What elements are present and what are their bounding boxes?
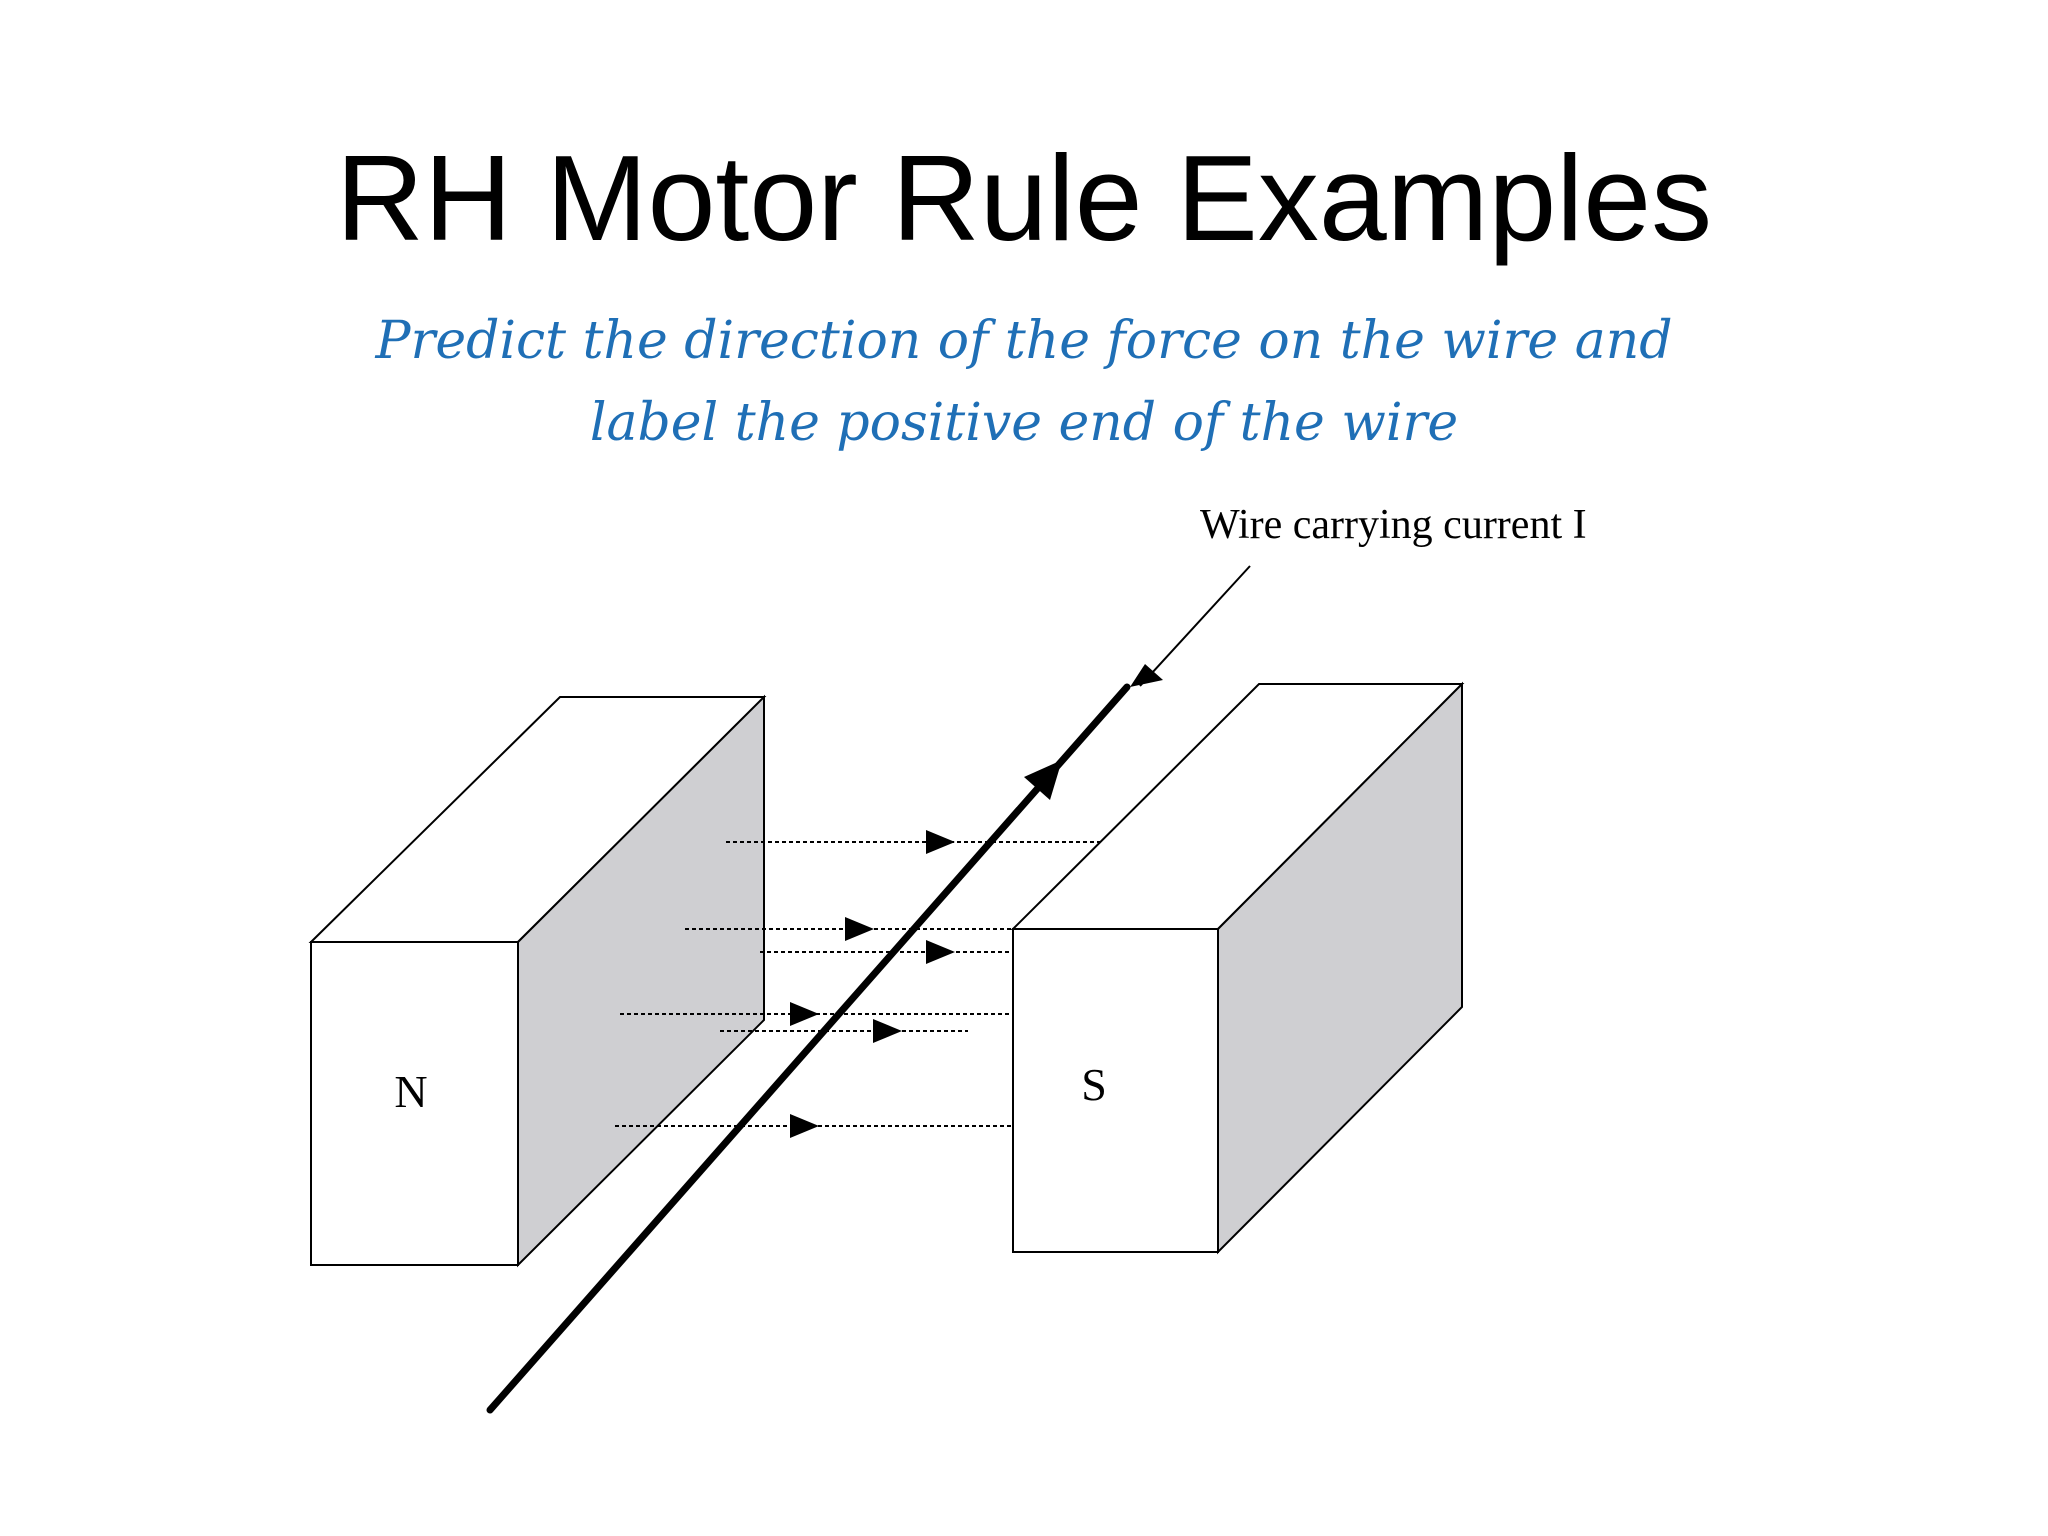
field-arrow-icon <box>790 1002 819 1026</box>
north-magnet-front-face <box>310 941 519 1266</box>
current-direction-arrow-icon <box>1024 760 1062 800</box>
field-arrow-icon <box>926 830 955 854</box>
wire-label-pointer <box>1130 565 1251 687</box>
field-arrow-icon <box>926 940 955 964</box>
pointer-arrow-icon <box>1130 664 1163 687</box>
south-pole-label: S <box>1081 1059 1107 1110</box>
wire-label: Wire carrying current I <box>1200 502 1587 548</box>
field-arrow-icon <box>873 1019 902 1043</box>
slide-instructions: Predict the direction of the force on th… <box>0 300 2048 464</box>
south-magnet-front-face <box>1012 928 1219 1253</box>
pointer-line <box>1139 565 1251 687</box>
current-wire <box>486 683 1131 1414</box>
field-arrow-icon <box>845 917 874 941</box>
instruction-line-1: Predict the direction of the force on th… <box>375 311 1673 371</box>
north-pole-label: N <box>394 1066 427 1117</box>
field-arrow-icon <box>790 1114 819 1138</box>
north-magnet: N <box>308 694 767 1268</box>
wire-line <box>486 683 1131 1414</box>
slide-title: RH Motor Rule Examples <box>335 130 1713 266</box>
field-direction-arrows <box>790 830 955 1138</box>
instruction-line-2: label the positive end of the wire <box>589 393 1459 453</box>
south-magnet: S <box>1010 681 1465 1255</box>
